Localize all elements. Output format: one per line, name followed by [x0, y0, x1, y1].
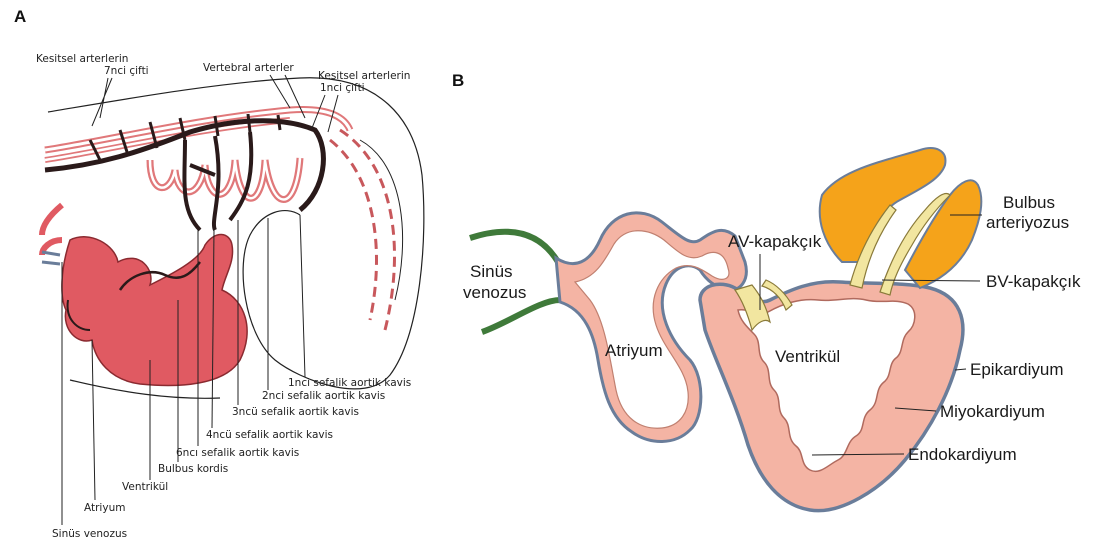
sinus-vein-lower [482, 300, 560, 332]
label-av-valve: AV-kapakçık [728, 232, 822, 251]
dashed-arch-1 [330, 140, 377, 320]
label-kavis-6: 6ncı sefalik aortik kavis [176, 447, 299, 459]
label-ventrikul-a: Ventrikül [122, 481, 168, 493]
label-kavis-4: 4ncü sefalik aortik kavis [206, 429, 333, 441]
label-kesitsel-7-line1: Kesitsel arterlerin [36, 53, 128, 65]
panel-a-letter: A [14, 7, 26, 26]
label-sinus-b-line1: Sinüs [470, 262, 513, 281]
label-bv-valve: BV-kapakçık [986, 272, 1081, 291]
embryonic-heart [62, 234, 247, 385]
label-kesitsel-7-line2: 7nci çifti [104, 65, 149, 77]
panel-a-embryo [42, 78, 424, 399]
label-vertebral: Vertebral arterler [203, 62, 294, 74]
label-endokardiyum: Endokardiyum [908, 445, 1017, 464]
panel-b-letter: B [452, 71, 464, 90]
sinus-vein-stubs [42, 252, 60, 264]
panel-b-heart [470, 148, 981, 511]
label-sinus-b-line2: venozus [463, 283, 526, 302]
sinus-vein-upper [470, 232, 558, 262]
embryo-inner-outline [360, 140, 403, 300]
label-miyokardiyum: Miyokardiyum [940, 402, 1045, 421]
label-bulbus-kordis: Bulbus kordis [158, 463, 228, 475]
heart-vessel-in [42, 205, 62, 255]
label-bulbus-line2: arteriyozus [986, 213, 1069, 232]
label-kesitsel-1-line2: 1nci çifti [320, 82, 365, 94]
label-bulbus-line1: Bulbus [1003, 193, 1055, 212]
label-sinus-a: Sinüs venozus [52, 528, 127, 540]
label-kavis-1: 1nci sefalik aortik kavis [288, 377, 411, 389]
label-kavis-2: 2nci sefalik aortik kavis [262, 390, 385, 402]
label-atriyum-b: Atriyum [605, 341, 663, 360]
label-kavis-3: 3ncü sefalik aortik kavis [232, 406, 359, 418]
dashed-arch-2 [340, 130, 395, 330]
label-epikardiyum: Epikardiyum [970, 360, 1064, 379]
label-ventrikul-b: Ventrikül [775, 347, 840, 366]
label-atriyum-a: Atriyum [84, 502, 125, 514]
label-kesitsel-1-line1: Kesitsel arterlerin [318, 70, 410, 82]
